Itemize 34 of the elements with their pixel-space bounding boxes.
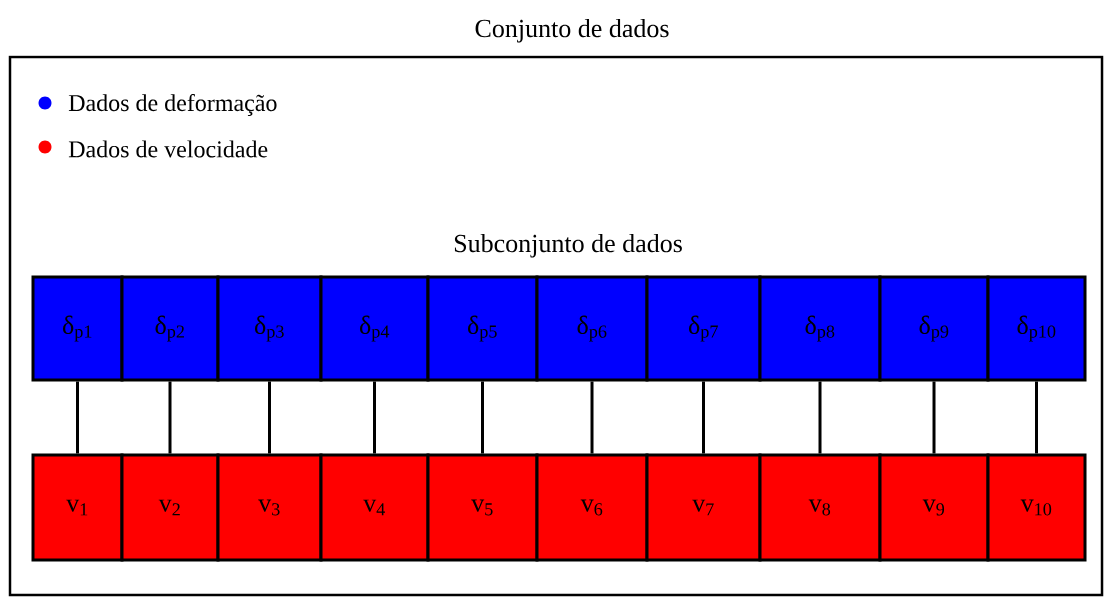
data-cell: v$_{10}$	[986, 453, 1087, 562]
legend-text: Dados de velocidade	[68, 140, 268, 158]
connector-line	[818, 381, 822, 454]
group-label: Subconjunto de dados	[454, 233, 682, 258]
data-cell: δ$_{p3}$	[216, 275, 323, 382]
connector-line	[168, 381, 172, 454]
data-cell: v$_{9}$	[878, 453, 990, 562]
data-cell: v$_{6}$	[535, 453, 649, 562]
data-cell: δ$_{p9}$	[878, 275, 990, 382]
connector-line	[590, 381, 594, 454]
connector-line	[481, 381, 484, 454]
connector-line	[932, 381, 936, 454]
data-cell: δ$_{p7}$	[645, 275, 762, 382]
data-cell: δ$_{p5}$	[426, 275, 539, 382]
data-cell: v$_{7}$	[645, 453, 762, 562]
frame-title: Conjunto de dados	[475, 18, 669, 43]
data-cell: v$_{5}$	[426, 453, 539, 562]
data-cell: v$_{1}$	[31, 453, 124, 562]
data-cell: δ$_{p6}$	[535, 275, 649, 382]
data-cell: v$_{8}$	[758, 453, 882, 562]
data-cell: δ$_{p4}$	[319, 275, 430, 382]
connector-line	[76, 381, 79, 454]
data-cell: v$_{4}$	[319, 453, 430, 562]
data-cell: δ$_{p8}$	[758, 275, 882, 382]
data-cell: v$_{3}$	[216, 453, 323, 562]
connector-line	[373, 381, 376, 454]
connector-line	[702, 381, 705, 454]
connector-line	[1035, 381, 1038, 454]
data-cell: v$_{2}$	[120, 453, 220, 562]
data-cell: δ$_{p10}$	[986, 275, 1087, 382]
data-cell: δ$_{p1}$	[31, 275, 124, 382]
data-cell: δ$_{p2}$	[120, 275, 220, 382]
legend-text: Dados de deformação	[68, 94, 277, 116]
connector-line	[268, 381, 271, 454]
